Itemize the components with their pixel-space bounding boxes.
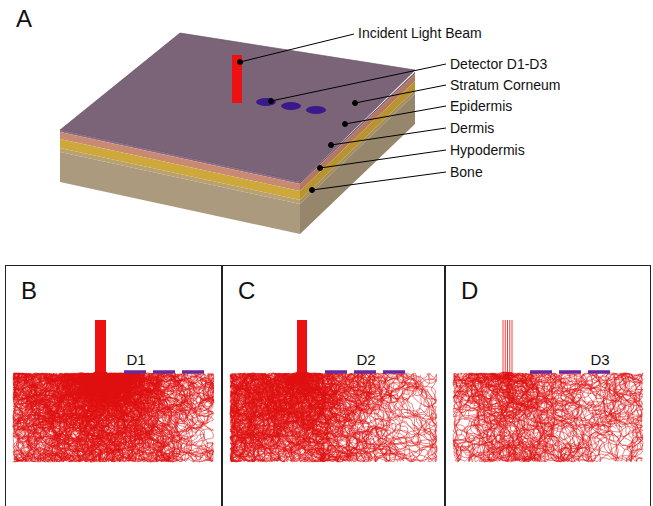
photon-path	[104, 372, 194, 442]
photon-path	[75, 372, 136, 462]
detector-mark	[153, 370, 175, 374]
leader-line	[312, 172, 446, 190]
leader-line	[355, 85, 446, 103]
photon-path	[76, 372, 135, 446]
detector-mark	[182, 370, 204, 374]
figure-panel: D D3	[445, 265, 651, 506]
photon-path	[453, 372, 615, 461]
photon-path	[239, 372, 311, 462]
part-label: Dermis	[450, 120, 494, 136]
light-beam	[297, 320, 307, 372]
photon-path	[90, 372, 194, 462]
panel-letter: C	[238, 278, 255, 304]
part-label: Epidermis	[450, 98, 512, 114]
leader-dot	[329, 143, 334, 148]
photon-path	[230, 372, 334, 459]
leader-line	[345, 106, 446, 124]
photon-path	[98, 372, 214, 424]
part-label: Incident Light Beam	[358, 25, 482, 41]
photon-path	[13, 372, 104, 404]
photon-path	[249, 372, 419, 462]
detector-mark	[383, 370, 405, 374]
detector-mark	[559, 370, 581, 374]
detector-mark	[588, 370, 610, 374]
leader-dot	[310, 188, 315, 193]
photon-paths	[13, 320, 643, 462]
part-label: Hypodermis	[450, 142, 525, 158]
detector-label: D2	[355, 351, 376, 368]
leader-line	[240, 34, 354, 62]
leader-dot	[238, 60, 243, 65]
detector	[281, 102, 301, 110]
photon-path	[299, 372, 436, 462]
detector-mark	[124, 370, 146, 374]
part-label: Stratum Corneum	[450, 77, 560, 93]
leader-dot	[343, 122, 348, 127]
detector-mark	[354, 370, 376, 374]
photon-path	[57, 372, 177, 417]
light-beam	[507, 320, 508, 372]
detector-mark	[530, 370, 552, 374]
photon-path	[492, 372, 591, 462]
light-beam	[512, 320, 513, 372]
detector-label: D3	[589, 351, 610, 368]
light-beam	[509, 320, 510, 372]
figure-panel: C D2	[222, 265, 445, 506]
skin-layer	[300, 90, 415, 204]
photon-path	[96, 372, 208, 437]
photon-path	[472, 372, 611, 462]
detector	[306, 106, 326, 114]
part-label: Bone	[450, 164, 483, 180]
leader-line	[331, 128, 446, 145]
leader-line	[320, 150, 446, 168]
photon-path	[106, 372, 176, 462]
leader-dot	[269, 99, 274, 104]
leader-line	[271, 64, 446, 101]
photon-path	[13, 372, 102, 448]
skin-layer	[60, 152, 300, 234]
photon-path	[454, 372, 584, 462]
photon-path	[64, 372, 147, 428]
leader-dot	[318, 166, 323, 171]
panel-letter: D	[461, 278, 478, 304]
skin-block	[60, 33, 415, 234]
panel-letter: B	[21, 278, 37, 304]
photon-path	[250, 372, 345, 451]
detector-label: D1	[125, 351, 146, 368]
light-beam	[505, 320, 506, 372]
part-label: Detector D1-D3	[450, 56, 547, 72]
light-beam	[232, 55, 242, 103]
detector	[256, 98, 276, 106]
detector-mark	[325, 370, 347, 374]
leader-dot	[353, 101, 358, 106]
photon-path	[243, 372, 337, 462]
photon-path	[453, 372, 564, 461]
figure-panel: B D1	[5, 265, 222, 506]
light-beam	[95, 320, 106, 372]
leader-lines	[238, 34, 447, 193]
photon-path	[92, 372, 214, 462]
panel-letter: A	[16, 6, 32, 32]
light-beam	[503, 320, 504, 372]
